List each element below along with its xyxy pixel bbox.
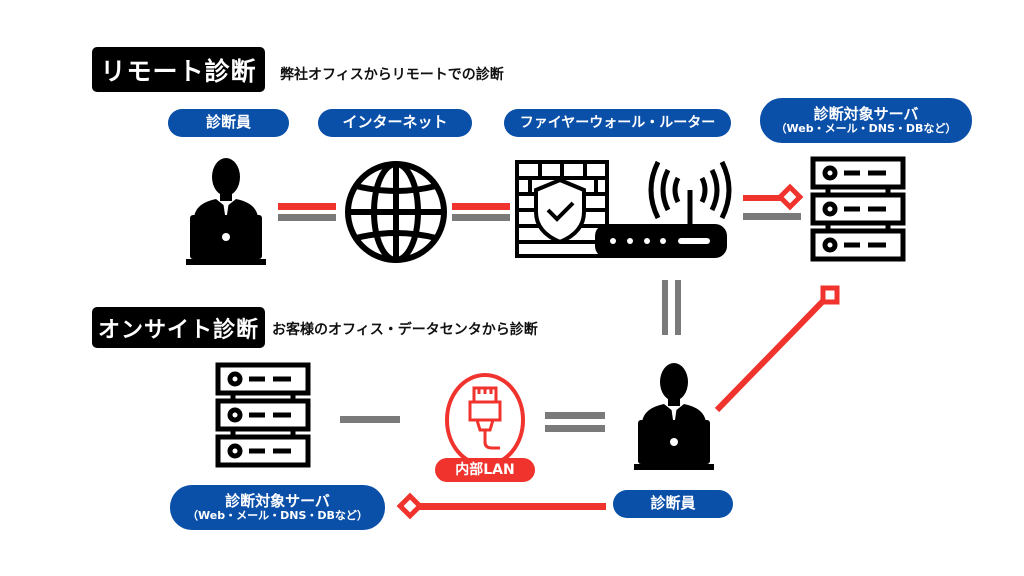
firewall-icon [515, 160, 609, 258]
connection-line [545, 425, 605, 432]
globe-icon [345, 161, 447, 263]
connection-line [340, 416, 400, 423]
diagnostician-laptop-icon [186, 158, 266, 265]
target-server-label: 診断対象サーバ （Web・メール・DNS・DBなど） [170, 485, 385, 530]
connection-lines [743, 183, 804, 220]
server-icon [218, 365, 308, 465]
connection-lines [278, 203, 336, 221]
diagnostician-label: 診断員 [168, 109, 289, 137]
lan-cable-icon [445, 373, 525, 467]
onsite-connection-line [396, 492, 606, 520]
target-server-label: 診断対象サーバ （Web・メール・DNS・DBなど） [760, 98, 972, 143]
remote-diagnosis-title: リモート診断 [92, 47, 265, 92]
diagnostician-label: 診断員 [613, 490, 733, 518]
onsite-diagnosis-subtitle: お客様のオフィス・データセンタから診断 [272, 322, 538, 338]
target-server-name: 診断対象サーバ [225, 491, 330, 510]
server-icon [813, 159, 903, 259]
connection-line [545, 412, 605, 419]
firewall-router-label: ファイヤーウォール・ルーター [504, 109, 731, 137]
remote-connection-line [714, 285, 840, 413]
connection-lines [452, 203, 510, 221]
internal-lan-label: 内部LAN [435, 458, 535, 482]
target-server-note: （Web・メール・DNS・DBなど） [775, 121, 957, 135]
connection-line [662, 280, 668, 335]
remote-diagnosis-subtitle: 弊社オフィスからリモートでの診断 [280, 67, 504, 83]
diagnostician-laptop-icon [634, 363, 714, 470]
target-server-note: （Web・メール・DNS・DBなど） [187, 508, 368, 522]
router-icon [595, 160, 732, 258]
onsite-diagnosis-title: オンサイト診断 [92, 307, 265, 348]
internet-label: インターネット [318, 109, 472, 137]
connection-line [675, 280, 681, 335]
target-server-name: 診断対象サーバ [813, 104, 919, 123]
